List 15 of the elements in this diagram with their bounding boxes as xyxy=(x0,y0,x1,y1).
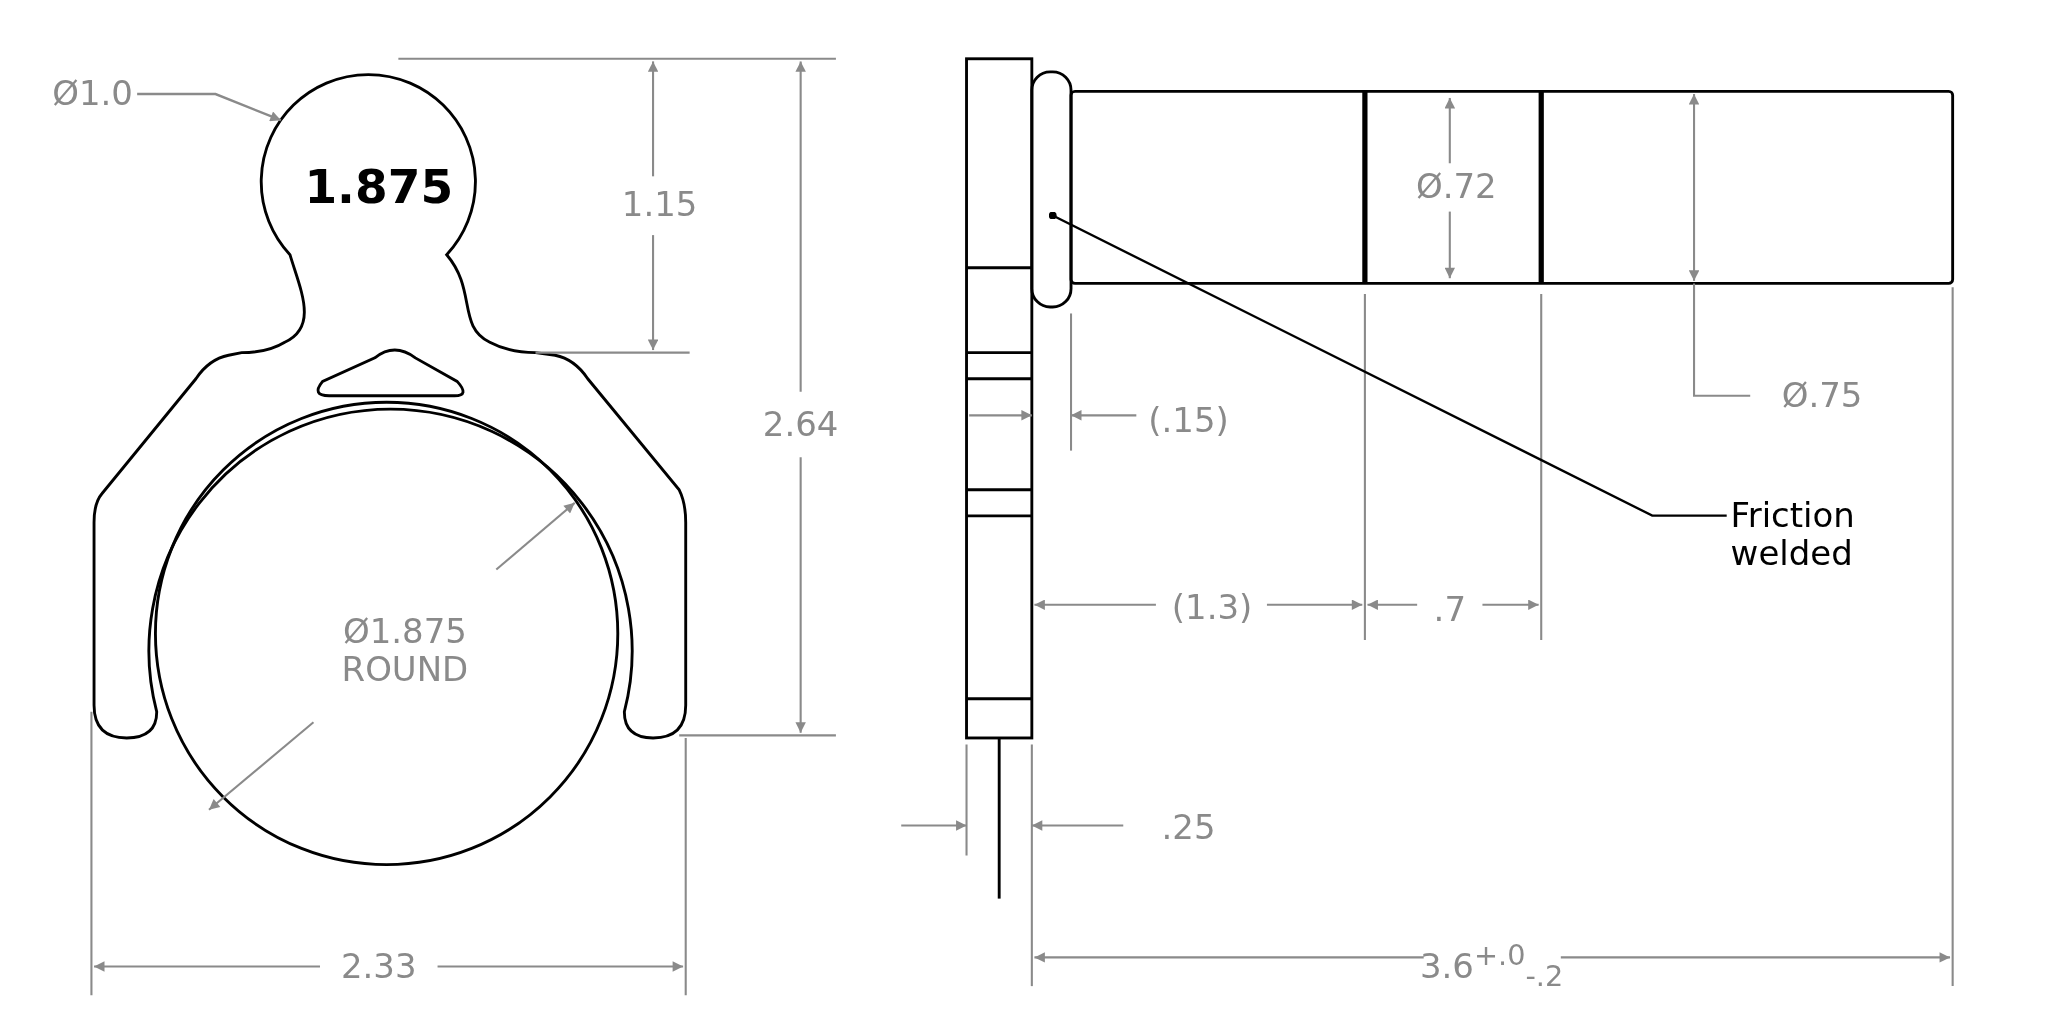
leader-line xyxy=(1048,211,1727,517)
dimension-text: 2.64 xyxy=(762,405,839,444)
dimension-text: 1.15 xyxy=(621,186,698,224)
dimension-text: .25 xyxy=(1161,809,1216,847)
part-marking: 1.875 xyxy=(304,160,454,213)
dimension-text: .7 xyxy=(1433,591,1466,629)
dimension-text: 2.33 xyxy=(340,947,417,986)
callout-text: Friction welded xyxy=(1730,496,1894,572)
leader-line xyxy=(137,92,282,122)
dimension-text: Ø.72 xyxy=(1415,168,1497,206)
dimension-text: Ø1.0 xyxy=(52,75,133,113)
dimension-text: Ø1.875 ROUND xyxy=(340,613,470,688)
dimension-text: (1.3) xyxy=(1171,588,1253,626)
dimension-text: Ø.75 xyxy=(1781,377,1863,415)
dimension-text: (.15) xyxy=(1148,401,1229,440)
